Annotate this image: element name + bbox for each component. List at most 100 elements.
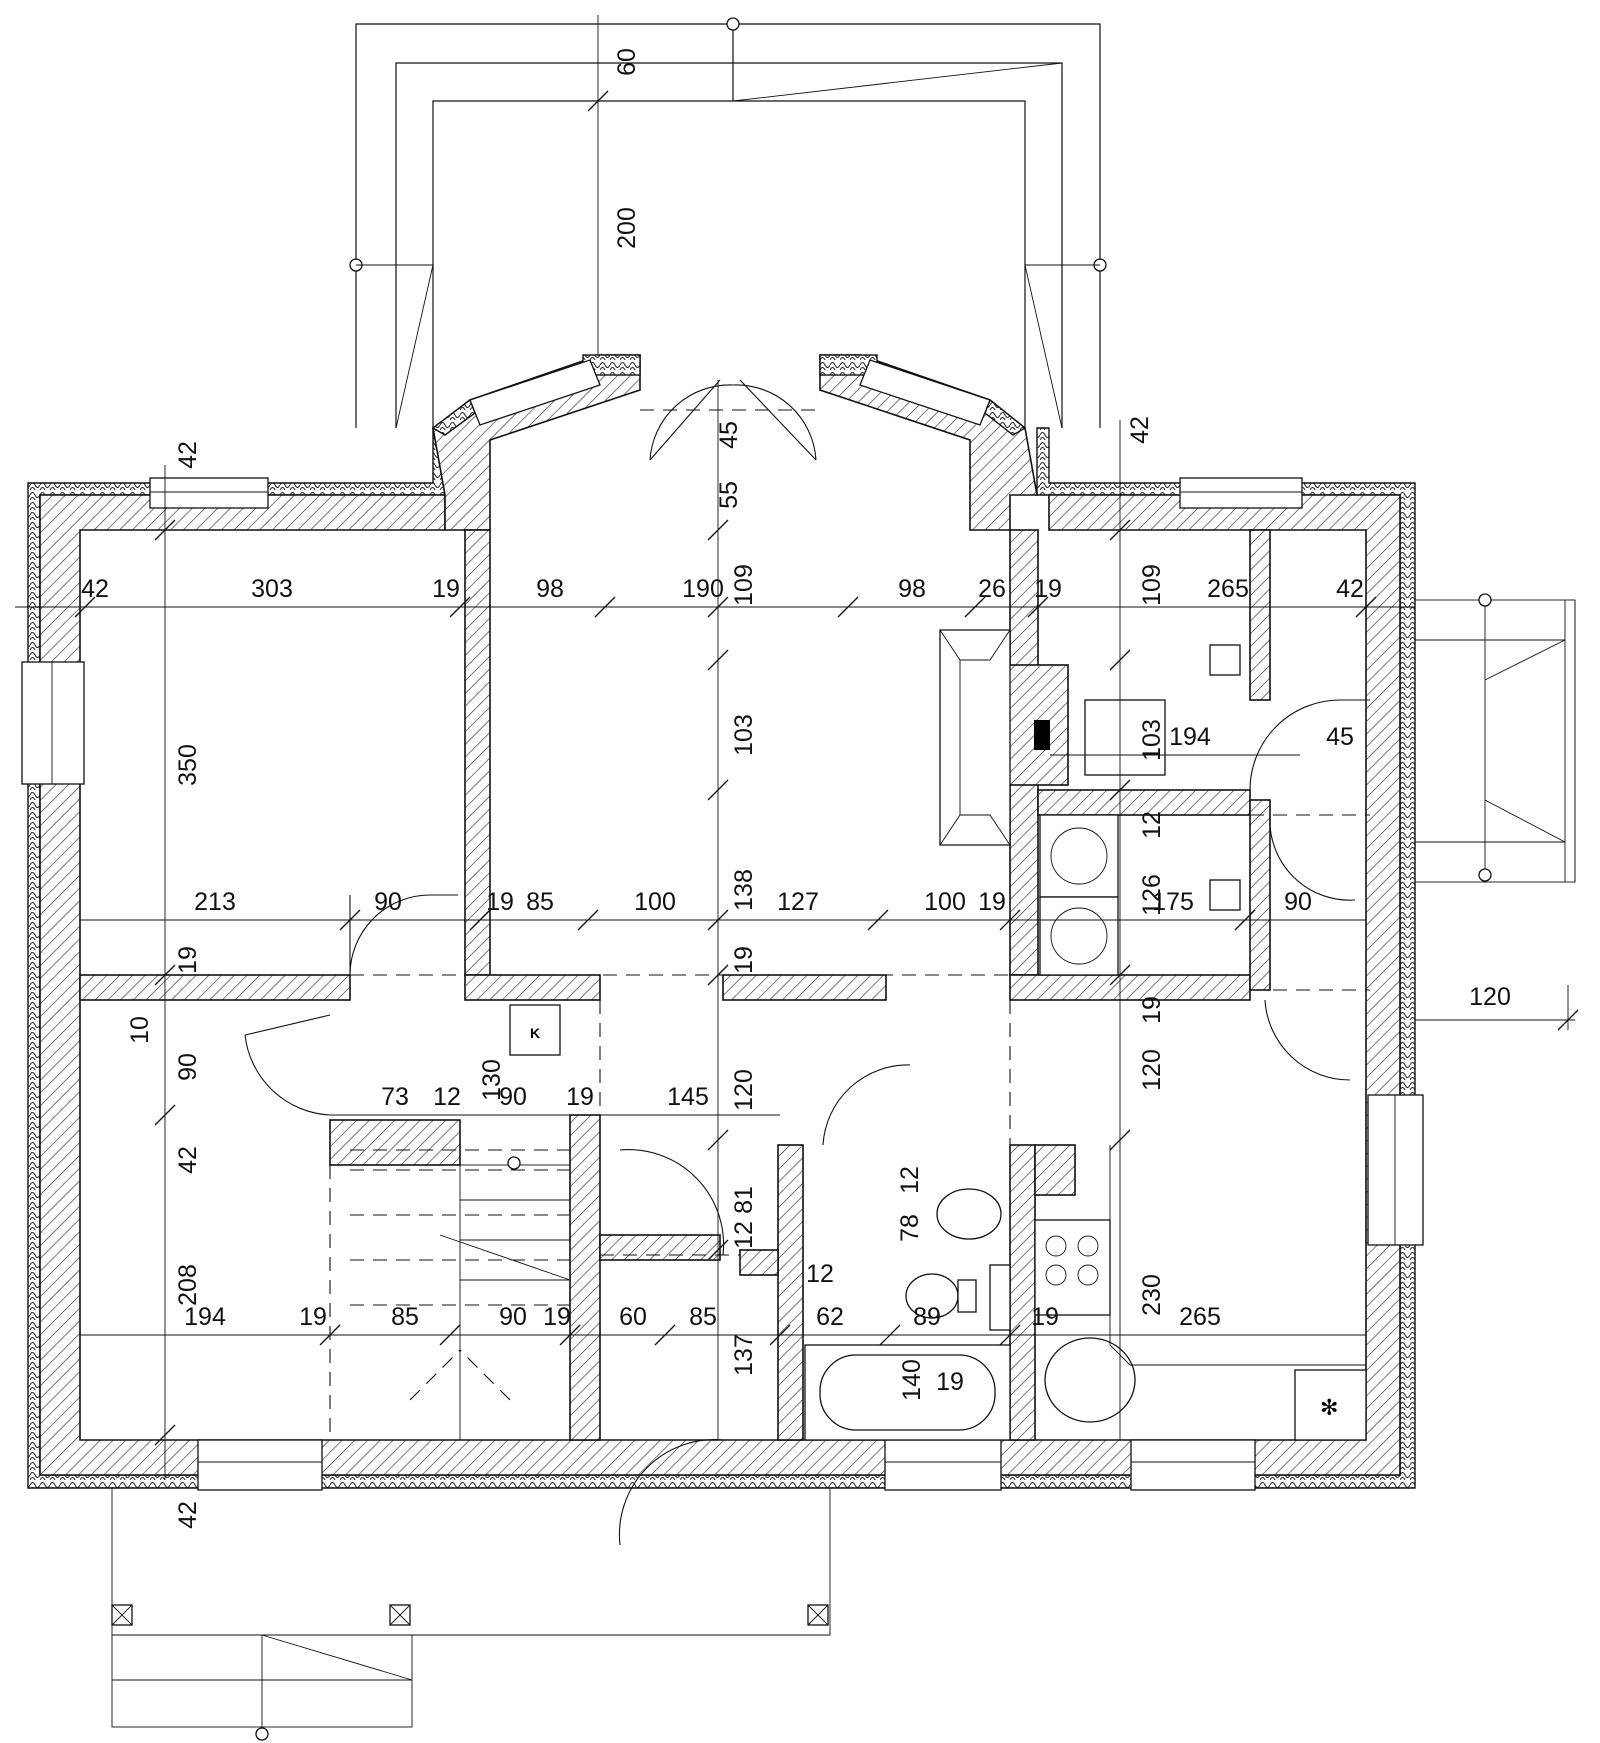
windows [21, 359, 1424, 1491]
dim-label: 42 [1126, 416, 1154, 444]
dim-label: 89 [913, 1303, 941, 1331]
kitchen-sink [1044, 1337, 1136, 1423]
bottom-terrace [111, 1488, 831, 1741]
dim-label: 42 [174, 441, 202, 469]
dim-label: 19 [174, 946, 202, 974]
dim-label: 194 [1169, 723, 1211, 751]
dim-label: 45 [715, 421, 743, 449]
dim-label: 140 [898, 1359, 926, 1401]
staircase [329, 1156, 571, 1441]
window [1130, 1439, 1256, 1491]
dim-label: 265 [1179, 1303, 1221, 1331]
dim-label: 265 [1207, 575, 1249, 603]
dim-label: 12 [806, 1260, 834, 1288]
dim-label: 60 [613, 48, 641, 76]
dim-label: 19 [1034, 575, 1062, 603]
washbasin [936, 1188, 1002, 1240]
dim-label: 127 [777, 888, 819, 916]
window [469, 359, 601, 426]
dim-label: 55 [715, 481, 743, 509]
dim-label: 85 [689, 1303, 717, 1331]
dim-label: 200 [613, 207, 641, 249]
dim-label: 109 [730, 564, 758, 606]
dim-label: 98 [898, 575, 926, 603]
floor-drain [1209, 644, 1241, 676]
dim-label: 85 [526, 888, 554, 916]
dryer [1039, 896, 1119, 976]
dim-label: 19 [543, 1303, 571, 1331]
dim-label: 85 [391, 1303, 419, 1331]
boiler [1084, 699, 1166, 776]
dim-label: 90 [499, 1303, 527, 1331]
dim-label: 12 [896, 1166, 924, 1194]
dim-label: 98 [536, 575, 564, 603]
dim-label: 12 [730, 1221, 758, 1249]
dim-label: 90 [374, 888, 402, 916]
dim-label: 194 [184, 1303, 226, 1331]
dim-label: 19 [486, 888, 514, 916]
stove-box [509, 1004, 561, 1056]
overhead-lines [350, 409, 1370, 1441]
side-steps: 120 [1414, 593, 1579, 1031]
window [149, 477, 269, 509]
dim-label: 60 [619, 1303, 647, 1331]
doors [244, 379, 1370, 1546]
window [197, 1439, 323, 1491]
dim-label: 81 [730, 1186, 758, 1214]
window [859, 359, 991, 426]
dim-label: 138 [730, 869, 758, 911]
freezer-icon: ✻ [1320, 1396, 1338, 1421]
dim-label: 175 [1152, 888, 1194, 916]
dim-label: 90 [499, 1083, 527, 1111]
terrace-post-marker [726, 17, 740, 31]
window [1367, 1094, 1424, 1246]
dim-label: 350 [174, 744, 202, 786]
dim-label: 145 [667, 1083, 709, 1111]
dim-label: 103 [730, 714, 758, 756]
dim-label: 213 [194, 888, 236, 916]
dim-label: 42 [1336, 575, 1364, 603]
dim-label: 73 [381, 1083, 409, 1111]
dim-label: 10 [126, 1016, 154, 1044]
dim-label: 103 [1138, 719, 1166, 761]
dim-label: 120 [1469, 983, 1511, 1011]
window [884, 1439, 1002, 1491]
dimension-labels: 45 55 42 42 42 303 19 98 190 109 98 26 1… [81, 416, 1364, 1529]
floor-drain [1209, 879, 1241, 911]
dim-label: 120 [730, 1069, 758, 1111]
dim-label: 190 [682, 575, 724, 603]
dim-label: 100 [634, 888, 676, 916]
dim-label: 26 [978, 575, 1006, 603]
dim-label: 303 [251, 575, 293, 603]
dimension-lines [15, 380, 1415, 1480]
dim-label: 19 [566, 1083, 594, 1111]
dim-label: 42 [174, 1501, 202, 1529]
dim-label: 120 [1138, 1049, 1166, 1091]
dim-label: 19 [299, 1303, 327, 1331]
fixtures: K ✻ [509, 629, 1367, 1441]
dim-label: 19 [1031, 1303, 1059, 1331]
dim-label: 19 [1138, 996, 1166, 1024]
dim-label: 78 [896, 1214, 924, 1242]
top-terrace: 60 200 [349, 15, 1107, 429]
dim-label: 19 [730, 946, 758, 974]
dim-label: 19 [978, 888, 1006, 916]
dim-label: 19 [936, 1368, 964, 1396]
dim-label: 230 [1138, 1274, 1166, 1316]
dim-label: 90 [1284, 888, 1312, 916]
dim-label: 109 [1138, 564, 1166, 606]
window [1179, 477, 1303, 509]
dim-label: 42 [174, 1146, 202, 1174]
dim-label: 12 [1138, 811, 1166, 839]
dim-label: 62 [816, 1303, 844, 1331]
dim-label: 19 [432, 575, 460, 603]
freezer [1294, 1369, 1367, 1441]
dim-label: 42 [81, 575, 109, 603]
dim-label: 126 [1138, 874, 1166, 916]
dim-label: 100 [924, 888, 966, 916]
washing-machine [1039, 814, 1119, 898]
dim-label: 137 [730, 1334, 758, 1376]
dim-label: 208 [174, 1264, 202, 1306]
dim-label: 90 [174, 1053, 202, 1081]
